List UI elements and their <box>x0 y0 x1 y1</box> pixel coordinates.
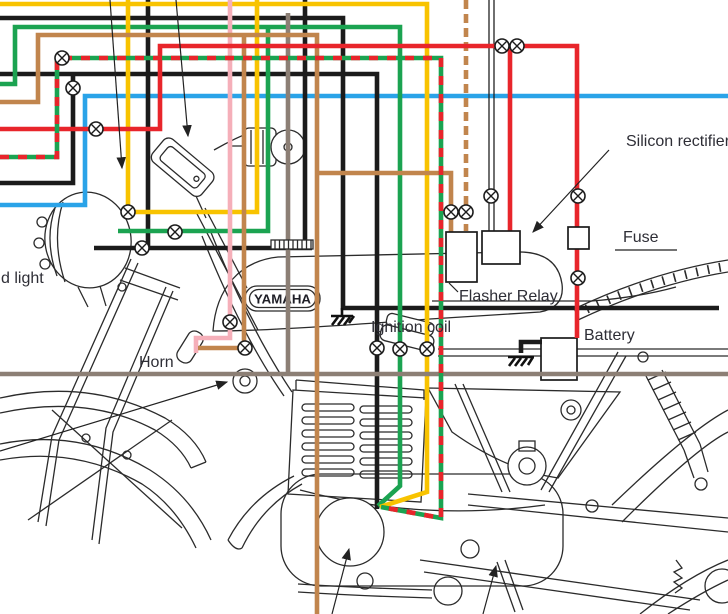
connector-icon <box>65 80 81 96</box>
wire-black-branch <box>0 74 76 186</box>
fuse-label: Fuse <box>623 229 659 246</box>
fuse-box <box>567 226 590 250</box>
wire-yellow-group <box>0 0 430 510</box>
wire-red-group <box>0 43 580 338</box>
wire-green-red-dashed <box>0 55 444 521</box>
wire-yellow-main <box>0 1 430 510</box>
front-wheel <box>0 390 212 549</box>
connectors <box>54 38 586 357</box>
ground-icon-battery <box>507 355 535 367</box>
wire-brown-main <box>0 32 320 614</box>
connector-icon <box>134 240 150 256</box>
connector-icon <box>237 340 253 356</box>
wire-red-main <box>0 43 580 338</box>
connector-icon <box>509 38 525 54</box>
flasher-relay-box <box>445 231 478 283</box>
text-labels: d light Horn Ignition coil Flasher Relay… <box>1 133 728 371</box>
head-light-label: d light <box>1 270 44 287</box>
components <box>445 226 590 283</box>
wire-gray-group <box>0 13 728 377</box>
rear-frame <box>426 286 728 493</box>
engine <box>227 379 564 587</box>
leader-arrow-horn <box>0 380 229 452</box>
swingarm <box>419 493 728 611</box>
wire-black-group <box>0 0 719 509</box>
connector-icon <box>369 340 385 356</box>
multi-pin-connector <box>270 239 314 250</box>
front-fork <box>37 258 181 545</box>
ground-icon-coil <box>330 308 356 326</box>
wire-blue <box>0 93 728 208</box>
handlebar-switch <box>150 137 215 198</box>
connector-icon <box>54 50 70 66</box>
connector-icon <box>570 270 586 286</box>
connector-icon <box>570 188 586 204</box>
leader-arrow-switch <box>109 0 127 170</box>
wire-dash-overlay <box>0 55 444 521</box>
wire-brown-relay <box>317 170 454 232</box>
switch-stem <box>195 195 207 219</box>
brand-label: YAMAHA <box>254 292 312 307</box>
connector-icon <box>419 341 435 357</box>
connector-icon <box>120 204 136 220</box>
connector-icon <box>222 314 238 330</box>
connector-icon <box>483 188 499 204</box>
leader-arrow-pedal <box>482 564 498 614</box>
wire-green-main <box>0 24 403 508</box>
connector-icon <box>88 121 104 137</box>
connector-icon <box>458 204 474 220</box>
leader-arrow-ignition-switch <box>175 0 192 138</box>
rear-wheel <box>611 409 728 614</box>
wire-black-magneto <box>0 71 380 509</box>
silicon-rectifier-label: Silicon rectifier <box>626 133 728 150</box>
rear-fender <box>573 259 728 321</box>
flasher-relay-label: Flasher Relay <box>459 288 558 305</box>
horn-label: Horn <box>139 354 174 371</box>
connector-icon <box>443 204 459 220</box>
leader-flasher-relay <box>448 282 459 293</box>
wire-yellow-headlight <box>125 0 260 215</box>
ignition-coil-label: Ignition coil <box>371 319 451 336</box>
battery-label: Battery <box>584 327 635 344</box>
wire-battery-ground <box>518 339 542 353</box>
leader-arrows <box>0 0 610 614</box>
connector-icon <box>494 38 510 54</box>
connector-icon <box>392 341 408 357</box>
leader-arrow-rectifier <box>532 149 610 233</box>
wire-pink-horn <box>193 0 233 353</box>
rectifier-box <box>481 230 521 265</box>
leader-arrow-magneto <box>331 547 351 614</box>
wire-black-main <box>0 15 719 311</box>
motorcycle-artwork: YAMAHA <box>0 127 728 614</box>
foot-controls <box>297 559 524 613</box>
yamaha-badge: YAMAHA <box>244 285 321 312</box>
connector-icon <box>167 224 183 240</box>
magneto-cover <box>315 497 385 567</box>
